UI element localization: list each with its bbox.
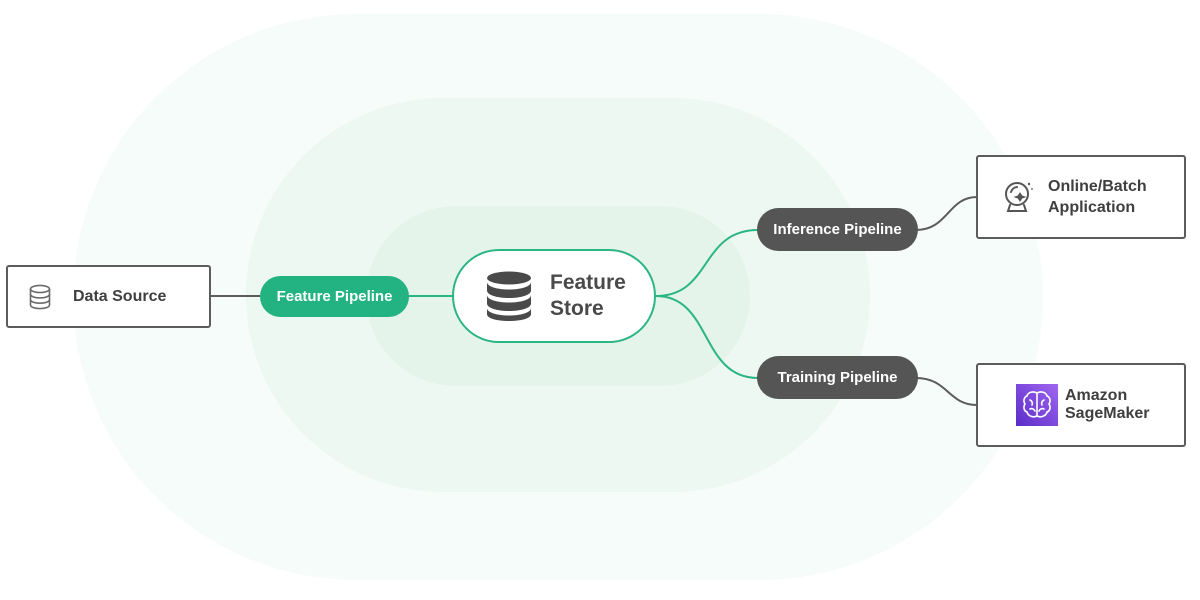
feature-pipeline-pill[interactable]: Feature Pipeline	[260, 276, 409, 317]
sagemaker-label-line2: SageMaker	[1065, 405, 1150, 422]
online-batch-application-label: Online/Batch Application	[1048, 176, 1147, 218]
feature-store-label: Feature Store	[550, 270, 626, 322]
link-store-to-inference	[655, 229, 759, 297]
sagemaker-label: Amazon SageMaker	[1065, 387, 1150, 423]
link-inference-to-application	[915, 196, 978, 231]
amazon-sagemaker-box[interactable]: Amazon SageMaker	[976, 363, 1186, 447]
data-source-label: Data Source	[73, 288, 167, 305]
feature-store-label-line2: Store	[550, 297, 604, 320]
training-pipeline-pill[interactable]: Training Pipeline	[757, 356, 918, 399]
feature-pipeline-label: Feature Pipeline	[276, 288, 393, 305]
link-store-to-training	[655, 295, 759, 379]
online-batch-label-line1: Online/Batch	[1048, 178, 1147, 195]
database-icon	[29, 284, 51, 310]
brain-logo-icon	[1016, 384, 1058, 426]
inference-pipeline-label: Inference Pipeline	[773, 221, 902, 238]
sagemaker-label-line1: Amazon	[1065, 387, 1128, 404]
feature-store-node[interactable]: Feature Store	[452, 249, 656, 343]
training-pipeline-label: Training Pipeline	[777, 369, 898, 386]
feature-store-label-line1: Feature	[550, 271, 626, 294]
inference-pipeline-pill[interactable]: Inference Pipeline	[757, 208, 918, 251]
database-stack-icon	[486, 271, 532, 321]
link-training-to-sagemaker	[915, 377, 978, 406]
online-batch-label-line2: Application	[1048, 199, 1136, 216]
data-source-box[interactable]: Data Source	[6, 265, 211, 328]
crystal-ball-icon	[1001, 180, 1035, 214]
online-batch-application-box[interactable]: Online/Batch Application	[976, 155, 1186, 239]
